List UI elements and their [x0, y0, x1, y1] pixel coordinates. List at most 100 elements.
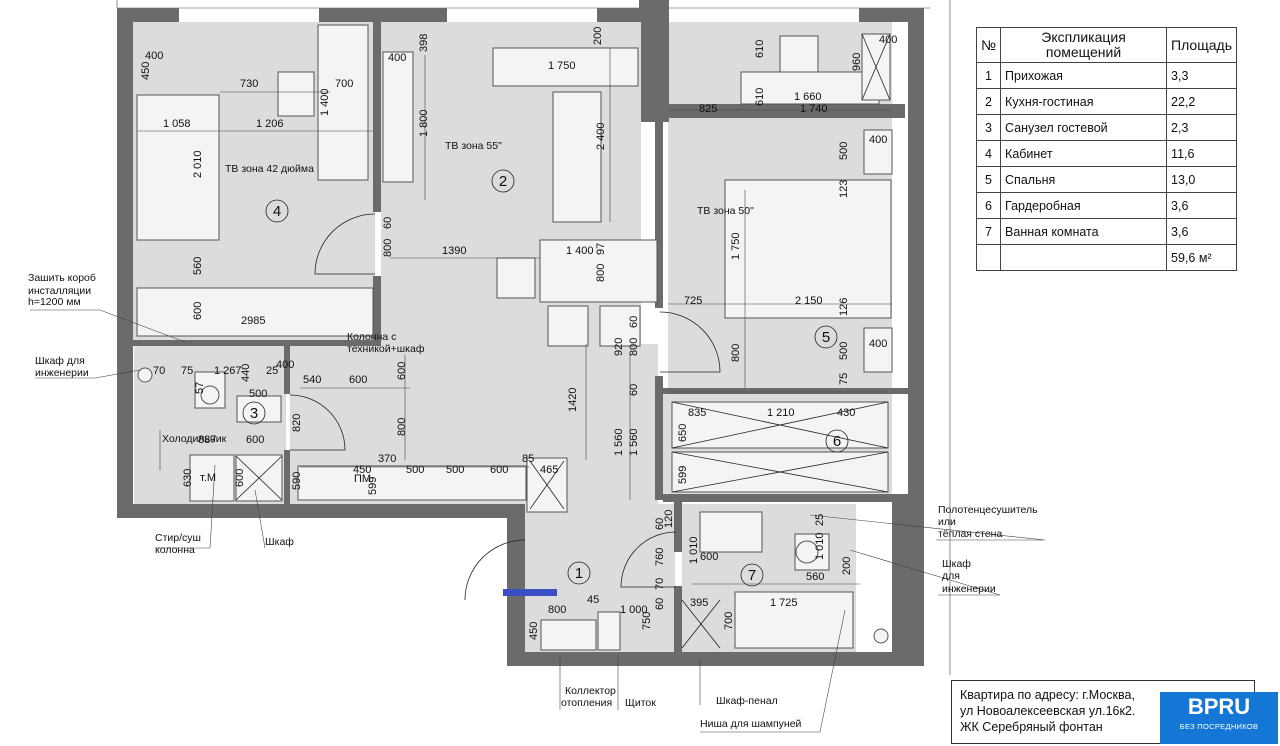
- room-4-number: 4: [273, 203, 281, 220]
- svg-text:1 750: 1 750: [548, 60, 576, 72]
- eng-cabinet-right-2: для: [942, 570, 960, 582]
- room-2-number: 2: [499, 173, 507, 190]
- svg-text:1 800: 1 800: [418, 109, 430, 137]
- svg-text:800: 800: [730, 344, 742, 362]
- svg-text:800: 800: [396, 418, 408, 436]
- svg-text:75: 75: [181, 365, 193, 377]
- svg-text:370: 370: [378, 453, 396, 465]
- entrance-marker: [503, 589, 557, 596]
- svg-text:70: 70: [153, 365, 165, 377]
- svg-text:820: 820: [291, 414, 303, 432]
- dimension-lines: [137, 48, 892, 585]
- svg-text:1 400: 1 400: [566, 245, 594, 257]
- svg-text:599: 599: [367, 477, 379, 495]
- svg-text:45: 45: [587, 594, 599, 606]
- header-area: Площадь: [1166, 27, 1237, 63]
- svg-text:650: 650: [677, 424, 689, 442]
- dimension-texts: 400 730 700 1 058 1 206 2985 400 1 750 1…: [145, 34, 897, 616]
- address-box: Квартира по адресу: г.Москва, ул Новоале…: [951, 680, 1255, 744]
- room-1-number: 1: [575, 565, 583, 582]
- svg-text:1 560: 1 560: [628, 428, 640, 456]
- duct-label-3: h=1200 мм: [28, 296, 81, 308]
- svg-text:398: 398: [418, 34, 430, 52]
- svg-text:75: 75: [838, 373, 850, 385]
- svg-text:120: 120: [663, 510, 675, 528]
- svg-text:730: 730: [240, 78, 258, 90]
- eng-cabinet-left-2: инженерии: [35, 367, 89, 379]
- svg-text:430: 430: [837, 407, 855, 419]
- total-area: 59,6 м²: [1166, 244, 1237, 271]
- room-numbers: 4 2 5 6 3 1 7: [242, 169, 849, 587]
- svg-text:825: 825: [699, 103, 717, 115]
- shampoo-niche-label: Ниша для шампуней: [700, 718, 802, 730]
- svg-text:500: 500: [838, 342, 850, 360]
- room-5-number: 5: [822, 329, 830, 346]
- panel-label: Щиток: [625, 697, 656, 709]
- svg-text:123: 123: [838, 180, 850, 198]
- towel-label-1: Полотенцесушитель: [938, 504, 1038, 516]
- fridge-label: Холодильник: [162, 433, 227, 445]
- svg-text:2 400: 2 400: [595, 122, 607, 150]
- svg-text:600: 600: [192, 302, 204, 320]
- svg-text:600: 600: [246, 434, 264, 446]
- svg-text:1 560: 1 560: [613, 428, 625, 456]
- callout-leaders: [30, 309, 1046, 733]
- svg-text:70: 70: [654, 578, 666, 590]
- svg-text:2 150: 2 150: [795, 295, 823, 307]
- duct-label-1: Зашить короб: [28, 272, 96, 284]
- doors: [289, 213, 721, 601]
- svg-text:725: 725: [684, 295, 702, 307]
- tv-zone-50-label: ТВ зона 50": [697, 205, 754, 217]
- tv-zone-55-label: ТВ зона 55": [445, 140, 502, 152]
- column-label-2: техникой+шкаф: [347, 343, 425, 355]
- svg-text:600: 600: [490, 464, 508, 476]
- svg-text:1 010: 1 010: [688, 536, 700, 564]
- svg-text:т.М: т.М: [200, 472, 216, 484]
- svg-text:500: 500: [249, 388, 267, 400]
- svg-text:60: 60: [628, 316, 640, 328]
- svg-text:450: 450: [140, 62, 152, 80]
- svg-text:1 010: 1 010: [814, 532, 826, 560]
- tv-zone-42-label: ТВ зона 42 дюйма: [225, 163, 314, 175]
- svg-text:400: 400: [879, 34, 897, 46]
- towel-label-3: тёплая стена: [938, 528, 1002, 540]
- walls: [117, 0, 924, 666]
- svg-text:126: 126: [838, 298, 850, 316]
- svg-text:500: 500: [446, 464, 464, 476]
- svg-text:200: 200: [592, 27, 604, 45]
- address-line-1: Квартира по адресу: г.Москва,: [960, 688, 1135, 702]
- column-label-1: Колонна с: [347, 331, 396, 343]
- collector-label-2: отопления: [561, 697, 612, 709]
- svg-text:1 206: 1 206: [256, 118, 284, 130]
- svg-text:1 400: 1 400: [319, 88, 331, 116]
- svg-text:2985: 2985: [241, 315, 265, 327]
- eng-cabinet-left-1: Шкаф для: [35, 355, 85, 367]
- svg-text:590: 590: [291, 472, 303, 490]
- bpru-badge[interactable]: BPRU БЕЗ ПОСРЕДНИКОВ: [1160, 692, 1278, 744]
- svg-text:465: 465: [540, 464, 558, 476]
- svg-text:400: 400: [276, 359, 294, 371]
- svg-text:760: 760: [654, 548, 666, 566]
- collector-label-1: Коллектор: [565, 685, 616, 697]
- header-number: №: [975, 27, 1002, 63]
- svg-text:500: 500: [406, 464, 424, 476]
- svg-text:1 210: 1 210: [767, 407, 795, 419]
- svg-text:560: 560: [192, 257, 204, 275]
- svg-text:1 750: 1 750: [730, 232, 742, 260]
- svg-text:750: 750: [641, 612, 653, 630]
- svg-text:800: 800: [548, 604, 566, 616]
- svg-text:25: 25: [266, 365, 278, 377]
- svg-text:ПМ: ПМ: [354, 473, 371, 485]
- svg-text:1 740: 1 740: [800, 103, 828, 115]
- address-line-3: ЖК Серебряный фонтан: [960, 720, 1103, 734]
- svg-text:1390: 1390: [442, 245, 466, 257]
- svg-text:1 058: 1 058: [163, 118, 191, 130]
- svg-text:450: 450: [353, 464, 371, 476]
- svg-text:60: 60: [382, 217, 394, 229]
- annotation-labels: ТВ зона 42 дюйма ТВ зона 55" ТВ зона 50"…: [28, 140, 1038, 730]
